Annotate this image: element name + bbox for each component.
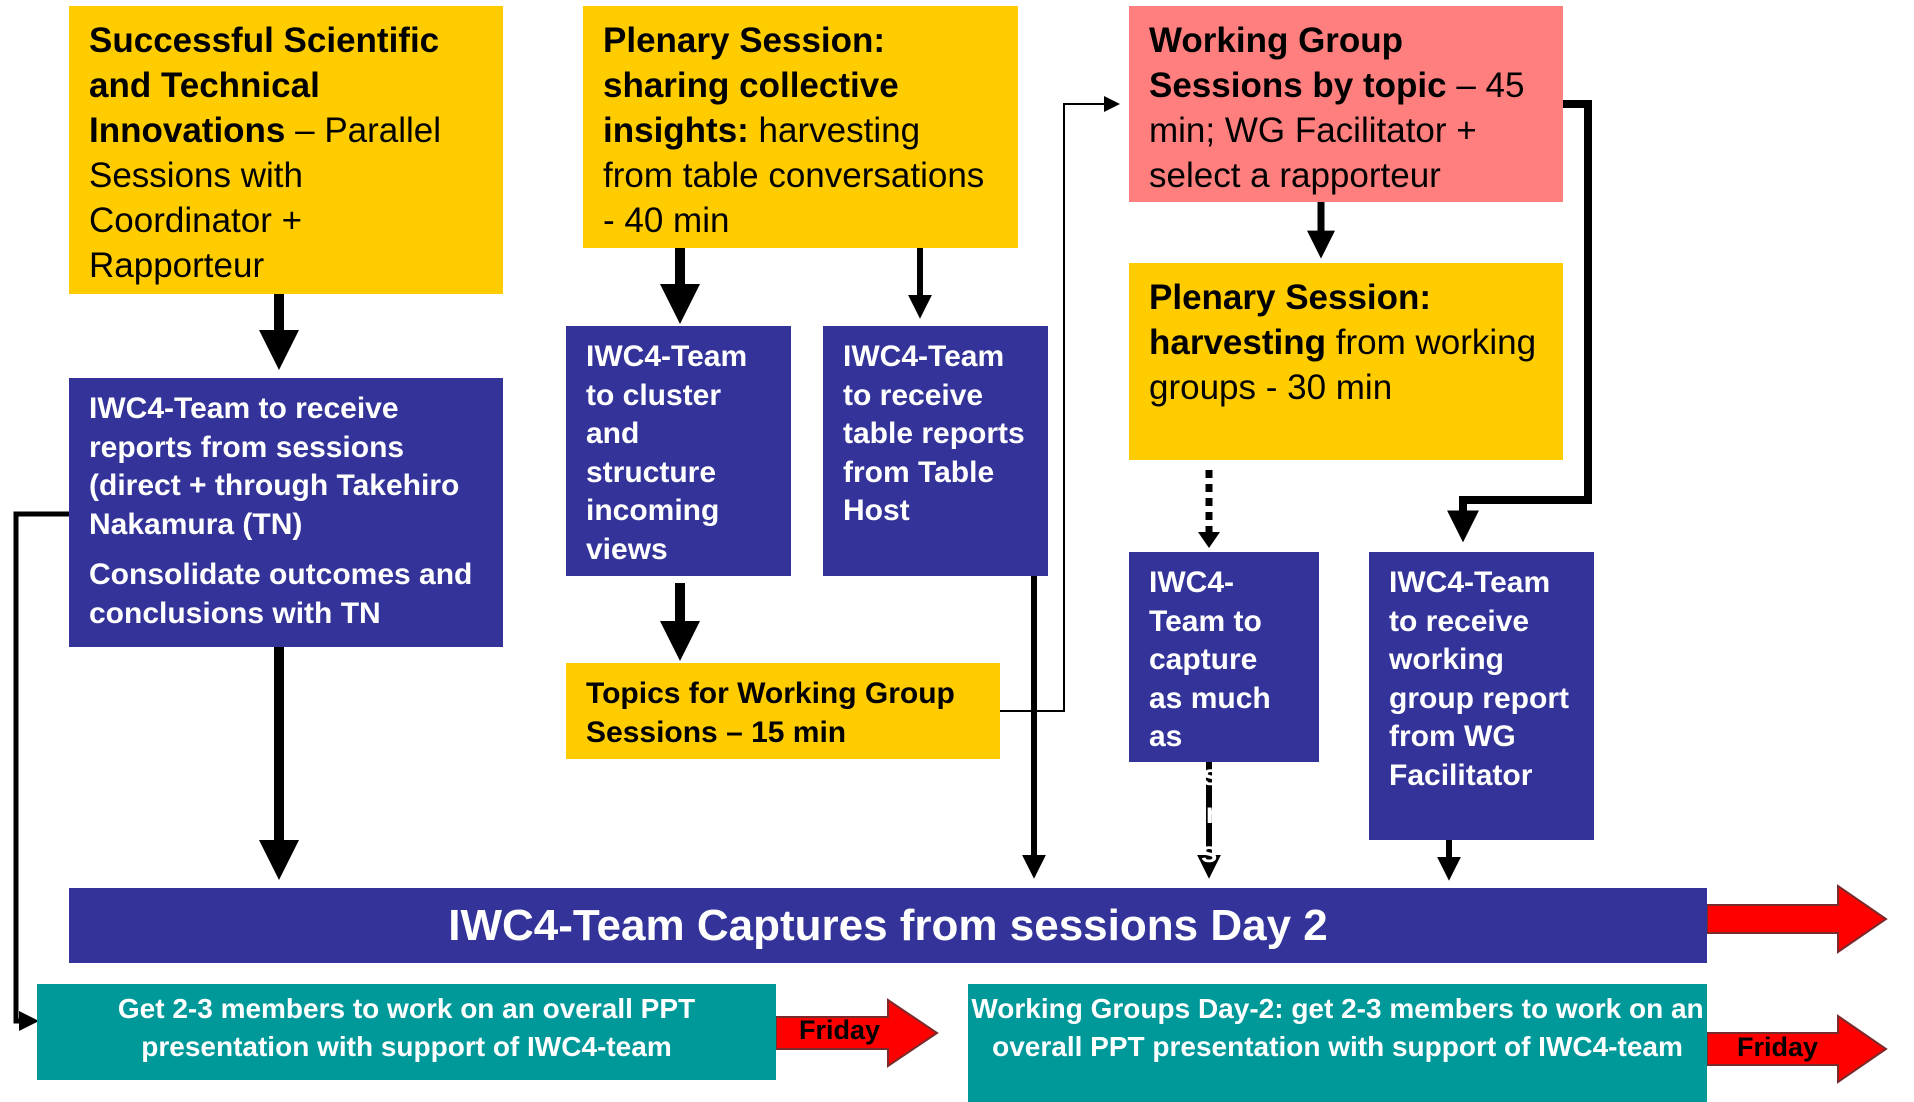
working-group-title: Working Group Sessions by topic — [1149, 21, 1447, 105]
red-arrow-friday-right — [1706, 1014, 1888, 1084]
topics-working-group-box: Topics for Working Group Sessions – 15 m… — [566, 663, 1000, 759]
captures-day2-label: IWC4-Team Captures from sessions Day 2 — [448, 900, 1328, 950]
receive-reports-box: IWC4-Team to receive reports from sessio… — [69, 378, 503, 647]
topics-working-group-text: Topics for Working Group Sessions – 15 m… — [586, 677, 955, 749]
friday-label-right: Friday — [1737, 1032, 1819, 1062]
receive-reports-text: IWC4-Team to receive reports from sessio… — [89, 392, 460, 541]
wg-report-box: IWC4-Team to receive working group repor… — [1369, 552, 1594, 840]
plenary-harvesting-detail: from working groups - 30 min — [1149, 323, 1537, 407]
working-group-sessions-box: Working Group Sessions by topic – 45 min… — [1129, 6, 1563, 202]
plenary-insights-detail: harvesting from table conversations - 40… — [603, 111, 985, 240]
ppt-presentation-right-text: Working Groups Day-2: get 2-3 members to… — [971, 993, 1704, 1062]
arrow-wg-to-wgreport — [1447, 100, 1592, 543]
red-arrow-band — [1706, 884, 1888, 954]
arrow-left-loop — [13, 511, 69, 1031]
table-reports-box: IWC4-Team to receive table reports from … — [823, 326, 1048, 576]
ppt-presentation-box-right: Working Groups Day-2: get 2-3 members to… — [968, 984, 1707, 1102]
successful-innovations-detail: – Parallel Sessions with Coordinator + R… — [89, 111, 442, 285]
plenary-harvesting-box: Plenary Session: harvesting from working… — [1129, 263, 1563, 460]
plenary-session-insights-box: Plenary Session: sharing collective insi… — [583, 6, 1018, 248]
friday-label-left: Friday — [799, 1015, 881, 1045]
ppt-presentation-left-text: Get 2-3 members to work on an overall PP… — [117, 993, 696, 1062]
working-group-detail: – 45 min; WG Facilitator + select a rapp… — [1149, 66, 1525, 195]
cluster-views-box: IWC4-Team to cluster and structure incom… — [566, 326, 791, 576]
plenary-harvesting-keyword: harvesting — [1149, 323, 1326, 362]
cluster-views-text: IWC4-Team to cluster and structure incom… — [586, 340, 748, 566]
captures-day2-band: IWC4-Team Captures from sessions Day 2 — [69, 888, 1707, 963]
wg-report-text: IWC4-Team to receive working group repor… — [1389, 566, 1569, 792]
successful-innovations-box: Successful Scientific and Technical Inno… — [69, 6, 503, 294]
plenary-insights-title: Plenary Session: sharing collective insi… — [603, 21, 899, 150]
red-arrow-friday-left — [775, 998, 939, 1068]
capture-talks-text: IWC4-Team to capture as much as possible… — [1149, 566, 1271, 869]
consolidate-outcomes-text: Consolidate outcomes and conclusions wit… — [89, 558, 473, 630]
successful-innovations-title: Successful Scientific and Technical Inno… — [89, 21, 440, 150]
capture-talks-box: IWC4-Team to capture as much as possible… — [1129, 552, 1319, 869]
ppt-presentation-box-left: Get 2-3 members to work on an overall PP… — [37, 984, 776, 1080]
table-reports-text: IWC4-Team to receive table reports from … — [843, 340, 1025, 527]
plenary-harvesting-title: Plenary Session: — [1149, 278, 1432, 317]
arrow-topics-to-wg — [1000, 96, 1120, 712]
